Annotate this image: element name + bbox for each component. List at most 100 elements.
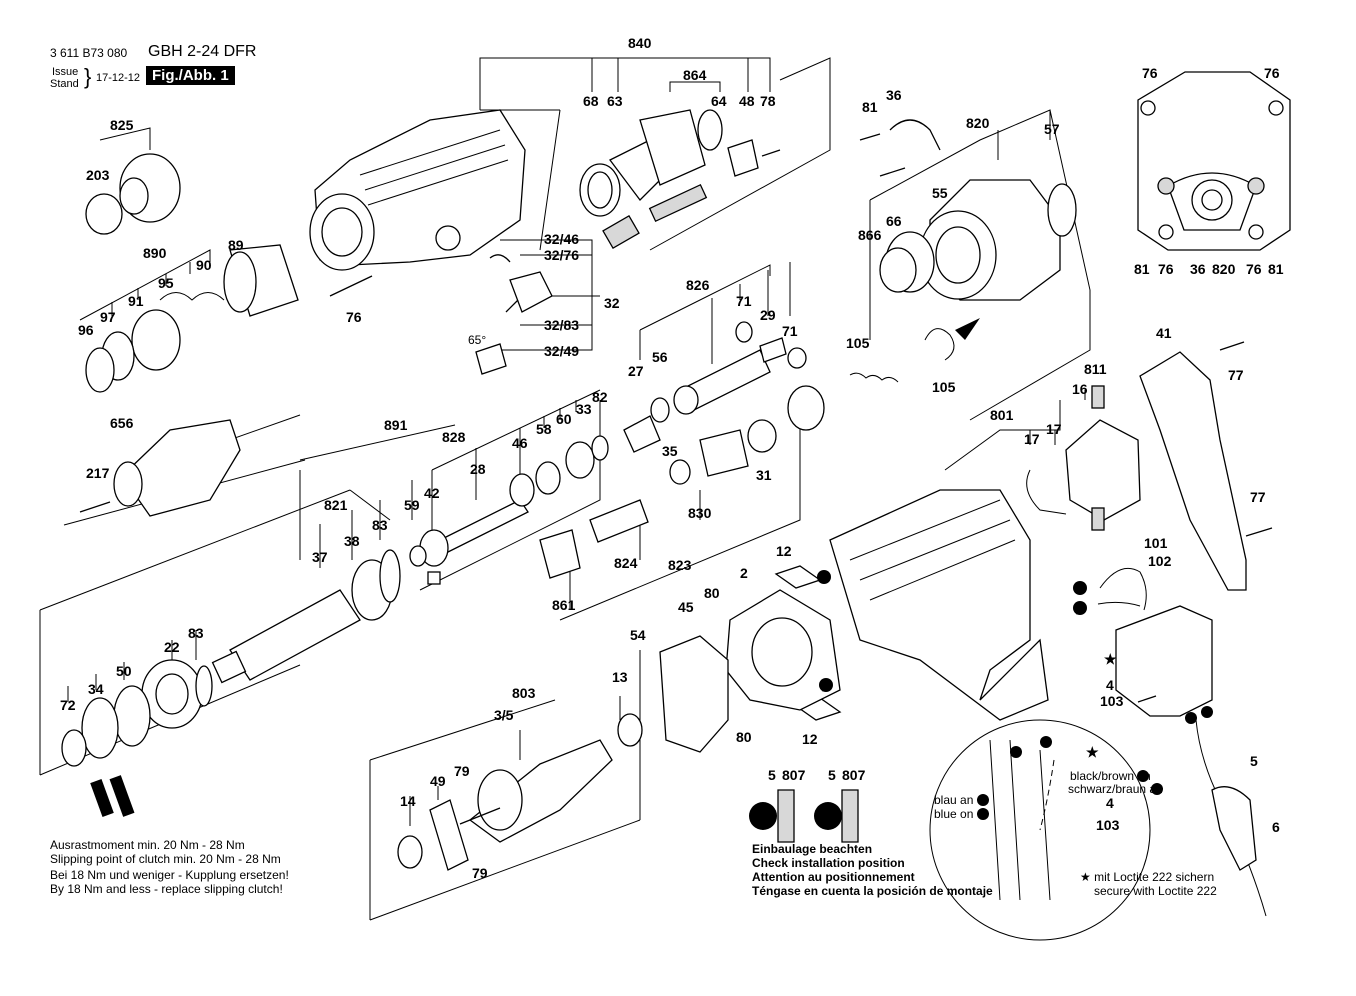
label-830: 830 — [688, 505, 712, 521]
markers: x y x y 1 2 ★ ★ 2 1 2 2 1 1 — [817, 570, 1213, 821]
label-96: 96 — [78, 322, 94, 338]
marker-1c: 1 — [980, 793, 987, 807]
marker-2c: 2 — [1140, 769, 1147, 783]
label-32: 32 — [604, 295, 620, 311]
label-81a: 81 — [862, 99, 878, 115]
part-labels: 840 864 68 63 64 48 78 825 203 890 89 90… — [60, 35, 1284, 881]
install-note-fr: Attention au positionnement — [752, 870, 915, 884]
install-symbol-2 — [814, 802, 842, 830]
label-820b: 820 — [1212, 261, 1236, 277]
label-861: 861 — [552, 597, 576, 613]
label-32-83: 32/83 — [544, 317, 579, 333]
label-90: 90 — [196, 257, 212, 273]
label-80b: 80 — [736, 729, 752, 745]
label-33: 33 — [576, 401, 592, 417]
label-80a: 80 — [704, 585, 720, 601]
label-105b: 105 — [932, 379, 956, 395]
label-32-76: 32/76 — [544, 247, 579, 263]
label-5a: 5 — [768, 767, 776, 783]
label-77b: 77 — [1250, 489, 1266, 505]
label-803: 803 — [512, 685, 536, 701]
label-824: 824 — [614, 555, 638, 571]
label-91: 91 — [128, 293, 144, 309]
label-828: 828 — [442, 429, 466, 445]
issue-brace: } — [84, 64, 92, 89]
label-825: 825 — [110, 117, 134, 133]
label-103b: 103 — [1096, 817, 1120, 833]
wiring-black-brown: black/brown on — [1070, 769, 1151, 783]
label-57: 57 — [1044, 121, 1060, 137]
label-41: 41 — [1156, 325, 1172, 341]
label-65deg: 65° — [468, 333, 486, 347]
clutch-note-en: Slipping point of clutch min. 20 Nm - 28… — [50, 852, 281, 866]
label-56: 56 — [652, 349, 668, 365]
loctite-note-en: secure with Loctite 222 — [1094, 884, 1217, 898]
label-54: 54 — [630, 627, 646, 643]
replace-note-en: By 18 Nm and less - replace slipping clu… — [50, 882, 283, 896]
label-5c: 5 — [1250, 753, 1258, 769]
label-63: 63 — [607, 93, 623, 109]
label-823: 823 — [668, 557, 692, 573]
label-890: 890 — [143, 245, 167, 261]
label-17a: 17 — [1024, 431, 1040, 447]
label-83b: 83 — [188, 625, 204, 641]
issue-date: 17-12-12 — [96, 72, 141, 84]
label-31: 31 — [756, 467, 772, 483]
label-826: 826 — [686, 277, 710, 293]
label-14: 14 — [400, 793, 416, 809]
label-77a: 77 — [1228, 367, 1244, 383]
label-864: 864 — [683, 67, 707, 83]
label-36a: 36 — [886, 87, 902, 103]
handle-half — [1139, 351, 1247, 591]
label-12a: 12 — [776, 543, 792, 559]
label-55: 55 — [932, 185, 948, 201]
label-807a: 807 — [782, 767, 806, 783]
marker-x1: x — [820, 570, 826, 584]
label-102: 102 — [1148, 553, 1172, 569]
loctite-note-de: ★ mit Loctite 222 sichern — [1080, 870, 1215, 884]
label-50: 50 — [116, 663, 132, 679]
label-49: 49 — [430, 773, 446, 789]
label-76b: 76 — [1158, 261, 1174, 277]
wiring-labels: black/brown on schwarz/braun an blau an … — [934, 769, 1163, 821]
label-6: 6 — [1272, 819, 1280, 835]
model-name: GBH 2-24 DFR — [148, 43, 257, 60]
label-58: 58 — [536, 421, 552, 437]
label-16: 16 — [1072, 381, 1088, 397]
marker-y1: y — [822, 678, 828, 692]
label-76t1: 76 — [1142, 65, 1158, 81]
label-82: 82 — [592, 389, 608, 405]
marker-1b: 1 — [1013, 745, 1020, 759]
switch — [1115, 605, 1213, 717]
label-4a: 4 — [1106, 677, 1114, 693]
label-89: 89 — [228, 237, 244, 253]
label-821: 821 — [324, 497, 348, 513]
label-36b: 36 — [1190, 261, 1206, 277]
label-29: 29 — [760, 307, 776, 323]
label-81b: 81 — [1134, 261, 1150, 277]
stand-label: Stand — [50, 78, 79, 90]
label-17b: 17 — [1046, 421, 1062, 437]
label-64: 64 — [711, 93, 727, 109]
install-note-de: Einbaulage beachten — [752, 842, 873, 856]
marker-2b: 2 — [1043, 735, 1050, 749]
label-97: 97 — [100, 309, 116, 325]
label-37: 37 — [312, 549, 328, 565]
marker-1: 1 — [1188, 711, 1195, 725]
label-807b: 807 — [842, 767, 866, 783]
wiring-detail — [929, 719, 1151, 941]
label-28: 28 — [470, 461, 486, 477]
label-45: 45 — [678, 599, 694, 615]
label-840: 840 — [628, 35, 652, 51]
label-66: 66 — [886, 213, 902, 229]
label-83a: 83 — [372, 517, 388, 533]
issue-label: Issue — [52, 66, 79, 78]
label-81c: 81 — [1268, 261, 1284, 277]
star-marker-2: ★ — [1086, 744, 1099, 760]
label-103a: 103 — [1100, 693, 1124, 709]
label-76c: 76 — [1246, 261, 1262, 277]
wiring-blue-on: blue on — [934, 807, 973, 821]
label-72: 72 — [60, 697, 76, 713]
marker-2d: 2 — [1154, 782, 1161, 796]
